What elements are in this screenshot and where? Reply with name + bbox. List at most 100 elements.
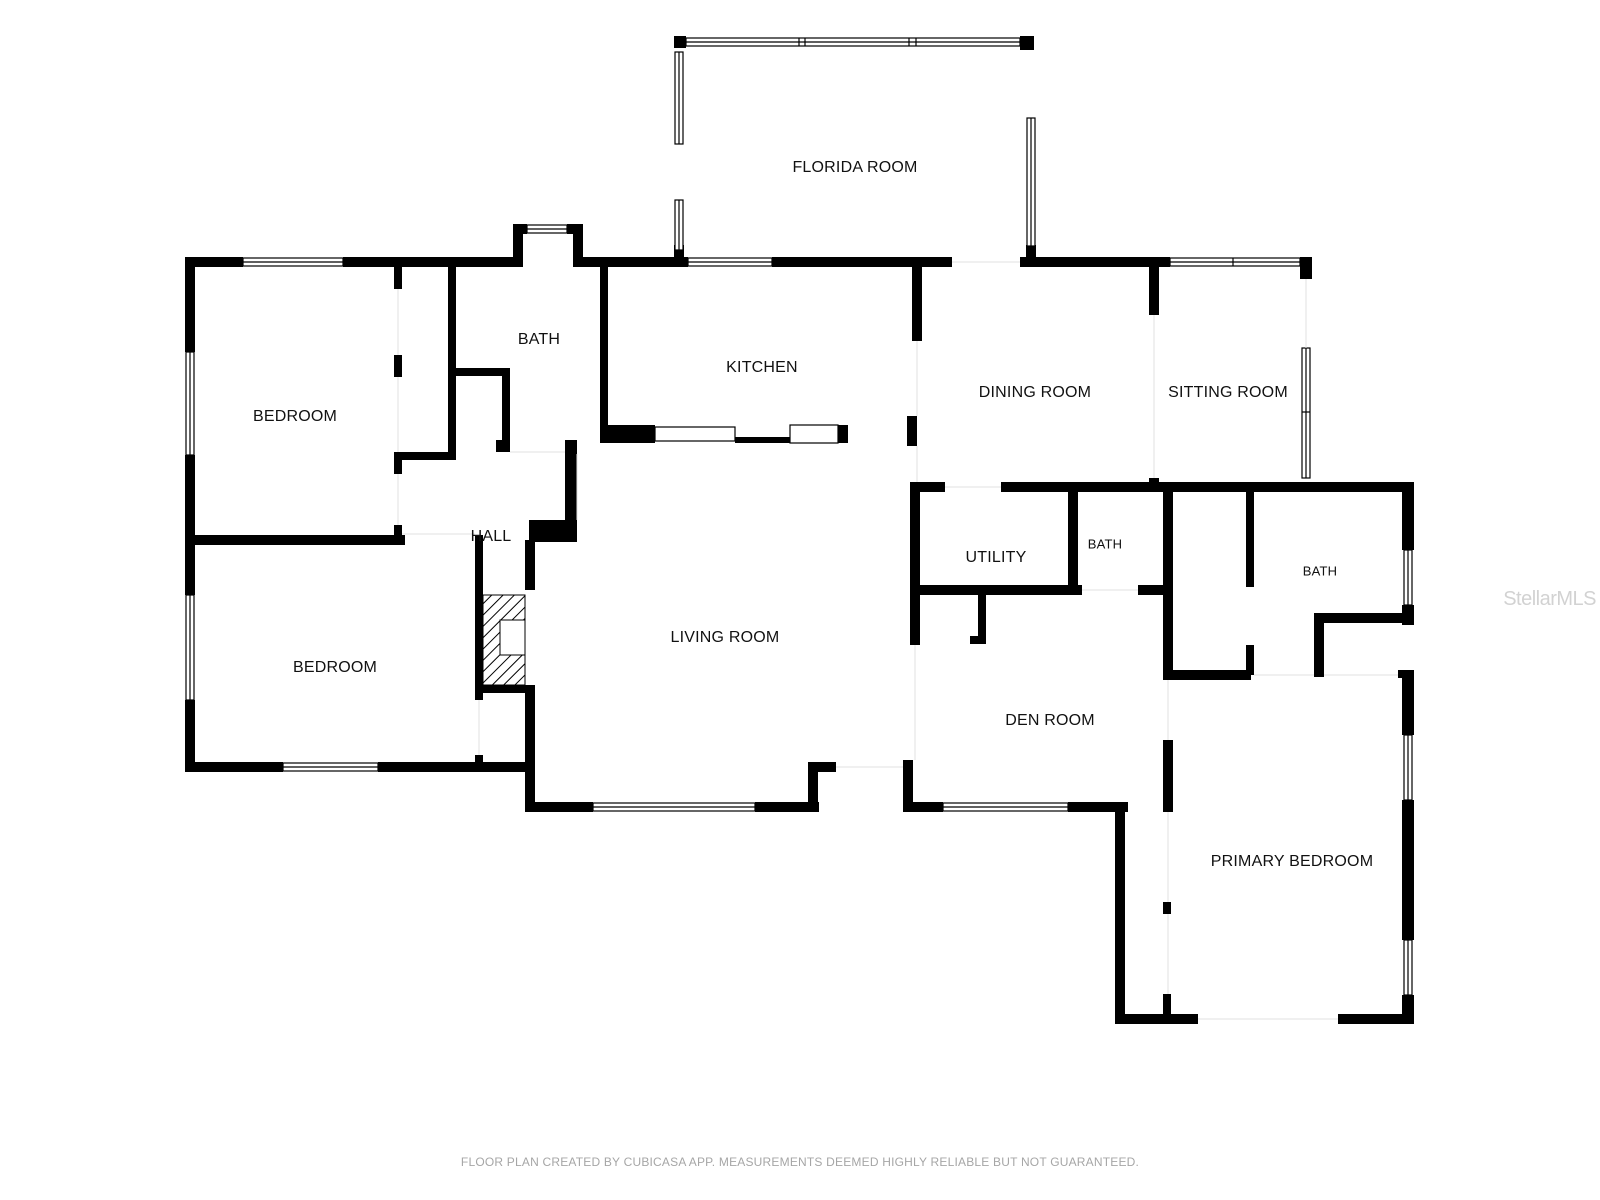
wall xyxy=(496,440,510,452)
wall xyxy=(1402,670,1414,735)
wall xyxy=(772,257,952,267)
wall xyxy=(1163,670,1251,680)
wall xyxy=(343,257,513,267)
label-primary-bedroom: PRIMARY BEDROOM xyxy=(1211,853,1373,870)
wall xyxy=(513,224,527,234)
label-bath-middle: BATH xyxy=(1088,536,1123,551)
wall xyxy=(1300,267,1312,279)
wall xyxy=(910,482,945,492)
wall xyxy=(185,257,195,352)
label-utility: UTILITY xyxy=(966,549,1027,566)
wall xyxy=(1020,36,1034,50)
wall xyxy=(475,585,483,690)
wall xyxy=(525,762,535,812)
wall xyxy=(1001,482,1413,492)
wall xyxy=(1115,1014,1198,1024)
wall xyxy=(912,267,922,341)
watermark: StellarMLS xyxy=(1503,588,1596,610)
windows xyxy=(185,37,1413,996)
wall xyxy=(735,437,790,443)
wall xyxy=(573,257,688,267)
wall xyxy=(1402,482,1414,550)
label-bath-top: BATH xyxy=(518,331,560,348)
wall xyxy=(185,762,283,772)
label-hall: HALL xyxy=(471,528,512,545)
wall xyxy=(910,490,920,645)
wall xyxy=(808,762,836,772)
wall xyxy=(394,267,402,289)
wall xyxy=(1398,670,1414,678)
wall xyxy=(1163,490,1173,680)
wall xyxy=(475,685,535,693)
wall xyxy=(808,762,818,812)
label-sitting-room: SITTING ROOM xyxy=(1168,384,1288,401)
wall xyxy=(910,636,920,644)
wall xyxy=(456,368,510,376)
wall xyxy=(448,267,456,459)
wall xyxy=(525,540,535,590)
label-dining-room: DINING ROOM xyxy=(979,384,1091,401)
wall xyxy=(910,585,1082,595)
label-den-room: DEN ROOM xyxy=(1005,712,1095,729)
wall xyxy=(475,535,483,587)
wall xyxy=(1314,613,1414,623)
wall xyxy=(1163,994,1171,1014)
wall xyxy=(185,535,405,545)
wall xyxy=(1026,245,1036,261)
wall xyxy=(402,452,456,460)
wall xyxy=(600,425,655,443)
wall xyxy=(1246,490,1254,587)
wall xyxy=(185,700,195,772)
wall xyxy=(1163,740,1173,812)
footer-note: FLOOR PLAN CREATED BY CUBICASA APP. MEAS… xyxy=(460,1155,1140,1169)
wall xyxy=(755,802,819,812)
wall xyxy=(1314,613,1324,677)
wall xyxy=(600,267,608,442)
wall xyxy=(525,685,535,772)
wall xyxy=(1402,800,1414,940)
wall xyxy=(513,224,523,267)
wall xyxy=(394,452,402,474)
wall xyxy=(475,690,483,700)
wall xyxy=(674,36,686,48)
wall xyxy=(1138,585,1170,595)
wall xyxy=(1149,267,1159,315)
label-kitchen: KITCHEN xyxy=(726,359,798,376)
wall xyxy=(475,755,483,765)
wall xyxy=(978,592,986,644)
wall xyxy=(1068,802,1128,812)
wall xyxy=(674,245,684,257)
label-living-room: LIVING ROOM xyxy=(671,629,780,646)
wall xyxy=(502,368,510,452)
label-bedroom-top: BEDROOM xyxy=(253,408,337,425)
wall xyxy=(394,525,402,540)
walls xyxy=(185,36,1414,1024)
wall xyxy=(573,224,583,267)
wall xyxy=(185,257,243,267)
wall xyxy=(903,760,913,812)
label-bedroom-bottom: BEDROOM xyxy=(293,659,377,676)
wall xyxy=(970,636,986,644)
wall xyxy=(185,455,195,595)
wall xyxy=(378,762,533,772)
wall xyxy=(1163,902,1171,914)
openings xyxy=(397,261,1398,1020)
wall xyxy=(1338,1014,1414,1024)
wall xyxy=(525,802,593,812)
fireplace xyxy=(482,594,526,686)
room-labels: FLORIDA ROOM BATH KITCHEN DINING ROOM SI… xyxy=(253,159,1373,870)
wall xyxy=(1115,802,1125,1024)
wall xyxy=(838,425,848,443)
window xyxy=(789,424,839,444)
label-florida-room: FLORIDA ROOM xyxy=(792,159,917,176)
wall xyxy=(1246,645,1254,675)
wall xyxy=(1068,490,1078,590)
wall xyxy=(565,440,577,542)
window xyxy=(654,426,736,442)
wall xyxy=(903,802,943,812)
wall xyxy=(1020,257,1170,267)
wall xyxy=(907,416,917,446)
label-bath-right: BATH xyxy=(1303,563,1338,578)
wall xyxy=(394,355,402,377)
